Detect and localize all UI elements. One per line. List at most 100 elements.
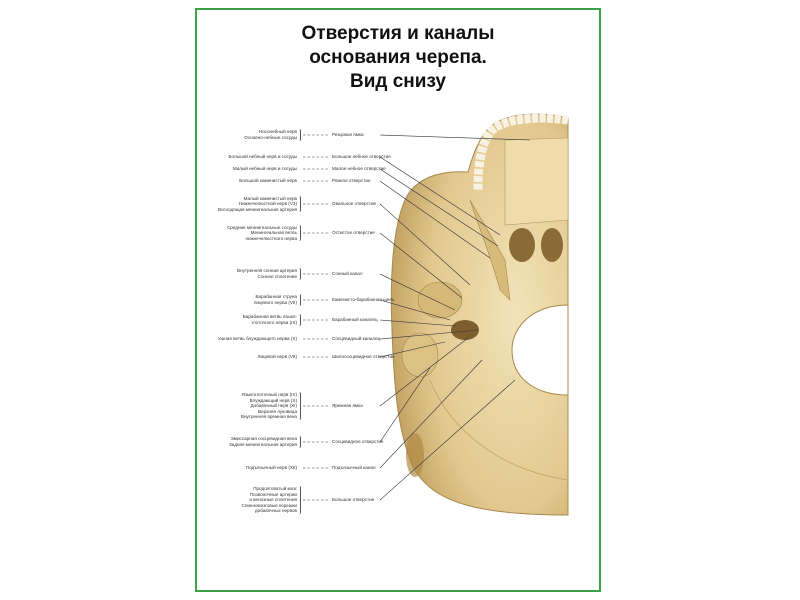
opening-label: Сонный канал <box>332 271 363 277</box>
opening-label: Каменисто-барабанная щель <box>332 297 395 303</box>
choana <box>509 228 535 262</box>
opening-label: Рваное отверстие <box>332 178 371 184</box>
structure-text: Продолговатый мозг <box>253 486 297 491</box>
leader-line <box>379 329 479 340</box>
opening-label: Большое отверстие <box>332 497 375 503</box>
structure-text: Нижнечелюстной нерв (V3) <box>238 201 297 207</box>
brace <box>298 129 301 141</box>
jugular-area <box>451 320 479 340</box>
structure-text: Большой небный нерв и сосуды <box>228 154 297 160</box>
opening-label: Овальное отверстие <box>332 201 377 207</box>
structure-text: Лицевой нерв (VII) <box>257 354 297 360</box>
leader-line <box>379 359 483 469</box>
structure-text: лицевого нерва (VII) <box>253 299 297 305</box>
structure-text: Языкоглоточный нерв (IX) <box>241 392 297 397</box>
structure-text: Восходящая менингеальная артерия <box>217 206 297 212</box>
opening-label: Остистое отверстие <box>332 230 375 236</box>
structure-text: Средние менингеальные сосуды <box>226 224 297 230</box>
mandibular-fossa <box>417 281 463 319</box>
leader-line <box>379 341 446 358</box>
foramen-magnum <box>511 304 569 396</box>
leader-lines <box>303 134 531 501</box>
structure-label: Большой каменистый нерв <box>239 178 297 184</box>
structure-text: Основно-небные сосуды <box>244 134 297 140</box>
structure-text: Верхняя луковица <box>258 408 297 414</box>
structure-label: Языкоглоточный нерв (IX)Блуждающий нерв … <box>241 392 297 420</box>
structure-text: Задняя менингеальная артерия <box>229 441 297 447</box>
structure-label: Ушная ветвь блуждающего нерва (X) <box>218 336 297 342</box>
structure-text: Малый каменистый нерв <box>243 195 297 201</box>
title-line-3: Вид снизу <box>349 71 446 92</box>
opening-label: Сосцевидное отверстие <box>332 439 384 445</box>
structure-text: Блуждающий нерв (X) <box>249 397 297 403</box>
structure-text: Эмиссарная сосцевидная вена <box>230 436 297 442</box>
structure-label: Лицевой нерв (VII) <box>257 354 297 360</box>
structure-text: Спинномозговые корешки <box>241 502 297 508</box>
opening-label: Шилососцевидное отверстие <box>332 354 395 360</box>
structure-text: Внутренняя сонная артерия <box>237 268 297 274</box>
leader-line <box>379 273 456 311</box>
opening-label: Сосцевидный каналец <box>332 336 381 342</box>
structure-label: Малый небный нерв и сосуды <box>233 166 297 172</box>
occipital-shadow <box>406 433 424 477</box>
leader-line <box>379 203 471 286</box>
structure-text: Ушная ветвь блуждающего нерва (X) <box>217 336 297 342</box>
leader-line <box>379 180 491 259</box>
structure-text: добавочных нервов <box>255 508 297 514</box>
leader-line <box>379 379 516 501</box>
structure-label: Большой небный нерв и сосуды <box>228 154 297 160</box>
leader-line <box>379 168 499 247</box>
structure-text: Малый небный нерв и сосуды <box>232 166 297 172</box>
leader-line <box>379 156 501 236</box>
opening-label: Малое небное отверстие <box>332 166 386 172</box>
structure-text: Барабанная ветвь языко- <box>242 314 297 320</box>
hard-palate <box>504 137 569 226</box>
leader-line <box>379 337 469 407</box>
leader-line <box>379 232 463 299</box>
leader-line <box>379 367 431 443</box>
structure-text: Менингеальная ветвь <box>250 230 297 236</box>
opening-label: Яремная ямка <box>332 403 363 409</box>
structure-text: и венозные сплетения <box>249 497 297 503</box>
poster-title: Отверстия и каналы основания черепа. Вид… <box>195 22 601 94</box>
brace <box>298 486 301 514</box>
brace <box>298 436 301 448</box>
structure-text: Подъязычный нерв (XII) <box>245 465 297 471</box>
structure-text: Внутренняя яремная вена <box>240 414 297 420</box>
structure-label: Подъязычный нерв (XII) <box>246 465 297 471</box>
structure-text: Большой каменистый нерв <box>239 178 297 184</box>
brace <box>298 314 301 326</box>
brace <box>298 268 301 280</box>
structure-label: Барабанная ветвь языко-глоточного нерва … <box>243 314 297 325</box>
pterygoid <box>469 199 511 301</box>
brace <box>298 224 301 242</box>
opening-label: Подъязычный канал <box>332 465 376 471</box>
structure-text: Барабанная струна <box>255 294 297 300</box>
structure-text: глоточного нерва (IX) <box>251 319 297 325</box>
mastoid-process <box>401 332 439 378</box>
title-line-1: Отверстия и каналы <box>301 23 495 44</box>
structure-text: Сонное сплетение <box>257 273 297 279</box>
leader-line <box>379 299 451 321</box>
opening-label: Барабанный каналец <box>332 317 378 323</box>
teeth-arch <box>473 113 569 191</box>
structure-text: Носонебный нерв <box>258 129 297 135</box>
structure-text: Позвоночные артерии <box>249 491 297 497</box>
leader-line <box>379 134 531 141</box>
structure-text: Добавочный нерв (XI) <box>250 403 297 409</box>
structure-text: нижнечелюстного нерва <box>245 235 297 241</box>
occipital-bone <box>429 379 569 481</box>
brace <box>298 294 301 306</box>
title-line-2: основания черепа. <box>309 47 487 68</box>
leader-line <box>379 319 456 327</box>
brace <box>298 195 301 213</box>
opening-label: Большое небное отверстие <box>332 154 391 160</box>
